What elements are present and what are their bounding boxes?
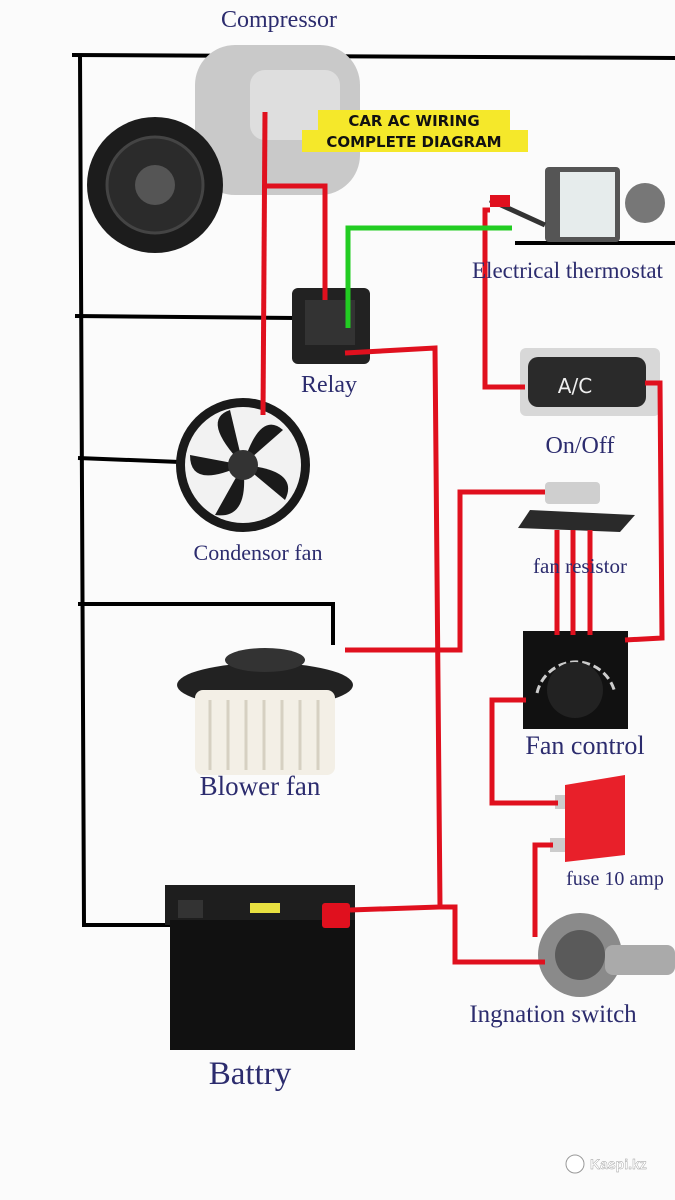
label-fan-control: Fan control — [525, 731, 644, 760]
ground-wires — [71, 53, 675, 927]
blower-fan — [177, 648, 353, 775]
ac-button-label: A/C — [558, 374, 592, 398]
fan-control-knob — [523, 631, 628, 729]
fan-resistor — [518, 482, 635, 532]
label-ignition-switch: Ingnation switch — [469, 1001, 637, 1028]
label-fuse: fuse 10 amp — [566, 868, 664, 890]
label-compressor: Compressor — [221, 7, 337, 33]
label-fan-resistor: fan resistor — [533, 554, 627, 578]
label-blower-fan: Blower fan — [200, 771, 321, 801]
diagram-title: CAR AC WIRING COMPLETE DIAGRAM — [302, 110, 528, 152]
ignition-switch — [538, 913, 675, 997]
compressor — [87, 45, 360, 253]
positive-wires — [260, 111, 665, 965]
fuse-10-amp — [550, 775, 625, 862]
battery — [165, 885, 355, 1050]
label-on-off: On/Off — [546, 433, 615, 459]
condensor-fan — [176, 398, 310, 532]
electrical-thermostat — [488, 167, 665, 242]
ac-on-off-switch: A/C — [520, 348, 660, 416]
watermark-text: Kaspi.kz — [590, 1156, 647, 1172]
title-line-1: CAR AC WIRING — [348, 112, 479, 130]
label-condensor-fan: Condensor fan — [194, 540, 323, 565]
watermark: Kaspi.kz — [565, 1154, 647, 1174]
label-battery: Battry — [209, 1056, 292, 1092]
label-relay: Relay — [301, 372, 357, 398]
label-thermostat: Electrical thermostat — [472, 258, 664, 283]
title-line-2: COMPLETE DIAGRAM — [326, 133, 501, 151]
thermostat-signal-wire — [345, 225, 512, 328]
